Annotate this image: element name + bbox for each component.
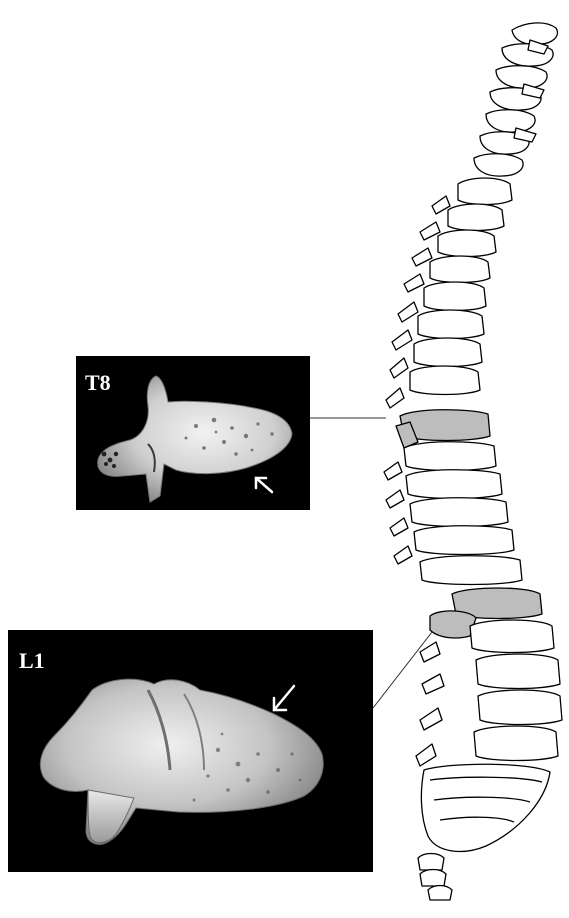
cervical-vertebrae bbox=[474, 23, 557, 176]
l1-label: L1 bbox=[19, 650, 45, 672]
sacrum-coccyx bbox=[418, 764, 550, 900]
thoracic-vertebrae bbox=[384, 178, 522, 585]
l1-leader-line bbox=[373, 632, 432, 708]
t8-photo-panel: T8 bbox=[76, 356, 310, 510]
t8-label: T8 bbox=[85, 372, 111, 394]
lumbar-vertebrae bbox=[416, 588, 562, 766]
t8-vertebra-photo bbox=[76, 356, 310, 510]
l1-vertebra-photo bbox=[8, 630, 373, 872]
l1-arrow-icon bbox=[274, 686, 294, 710]
l1-photo-panel: L1 bbox=[8, 630, 373, 872]
t8-arrow-icon bbox=[256, 478, 272, 492]
